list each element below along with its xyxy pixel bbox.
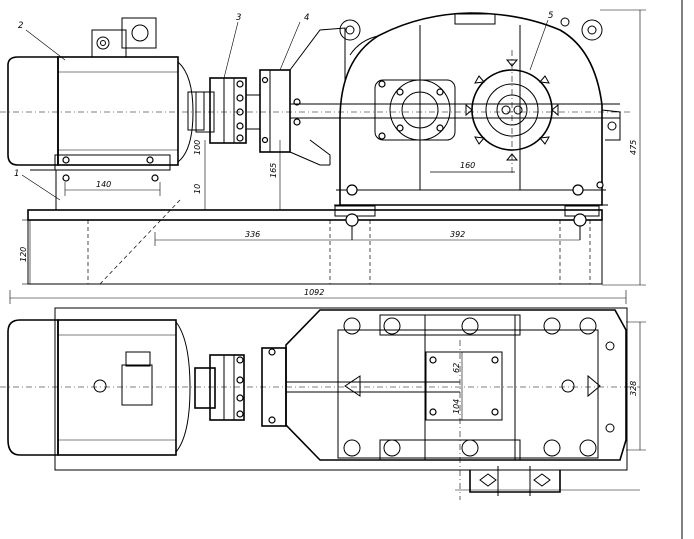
dimension-text: 392 bbox=[450, 230, 465, 239]
coupling bbox=[195, 77, 261, 144]
dimension-text: 1092 bbox=[304, 288, 324, 297]
position-label: 4 bbox=[304, 13, 309, 23]
dimension-text: 62 bbox=[452, 363, 461, 373]
position-label: 2 bbox=[18, 21, 23, 31]
gearbox-plan bbox=[285, 309, 627, 461]
dimension-text: 328 bbox=[629, 381, 638, 396]
base-frame bbox=[27, 169, 603, 285]
dimension-text: 336 bbox=[245, 230, 260, 239]
dimension-text: 165 bbox=[269, 163, 278, 178]
dimensions-plan: 62 104 328 bbox=[452, 321, 646, 451]
dimension-text: 140 bbox=[96, 180, 111, 189]
plan-view: 62 104 328 bbox=[0, 307, 646, 500]
elevation-view: 1 2 3 4 5 140 100 10 165 160 475 336 bbox=[0, 9, 646, 304]
position-label: 5 bbox=[548, 11, 553, 21]
dimension-text: 475 bbox=[629, 140, 638, 155]
flange-guard bbox=[259, 27, 346, 166]
position-label: 3 bbox=[236, 13, 241, 23]
motor-plan bbox=[7, 319, 191, 456]
bearing-cover bbox=[374, 79, 456, 141]
electric-motor bbox=[7, 17, 205, 182]
dimension-text: 160 bbox=[460, 161, 475, 170]
dimension-text: 10 bbox=[193, 184, 202, 194]
dimension-text: 104 bbox=[452, 399, 461, 414]
dimensions-elevation: 140 100 10 165 160 475 336 392 120 bbox=[9, 9, 646, 304]
dimension-text: 100 bbox=[193, 140, 202, 155]
sprocket-plan bbox=[455, 466, 640, 496]
dimension-text: 120 bbox=[19, 247, 28, 262]
position-label: 1 bbox=[14, 169, 19, 179]
gearbox-housing bbox=[334, 12, 621, 206]
